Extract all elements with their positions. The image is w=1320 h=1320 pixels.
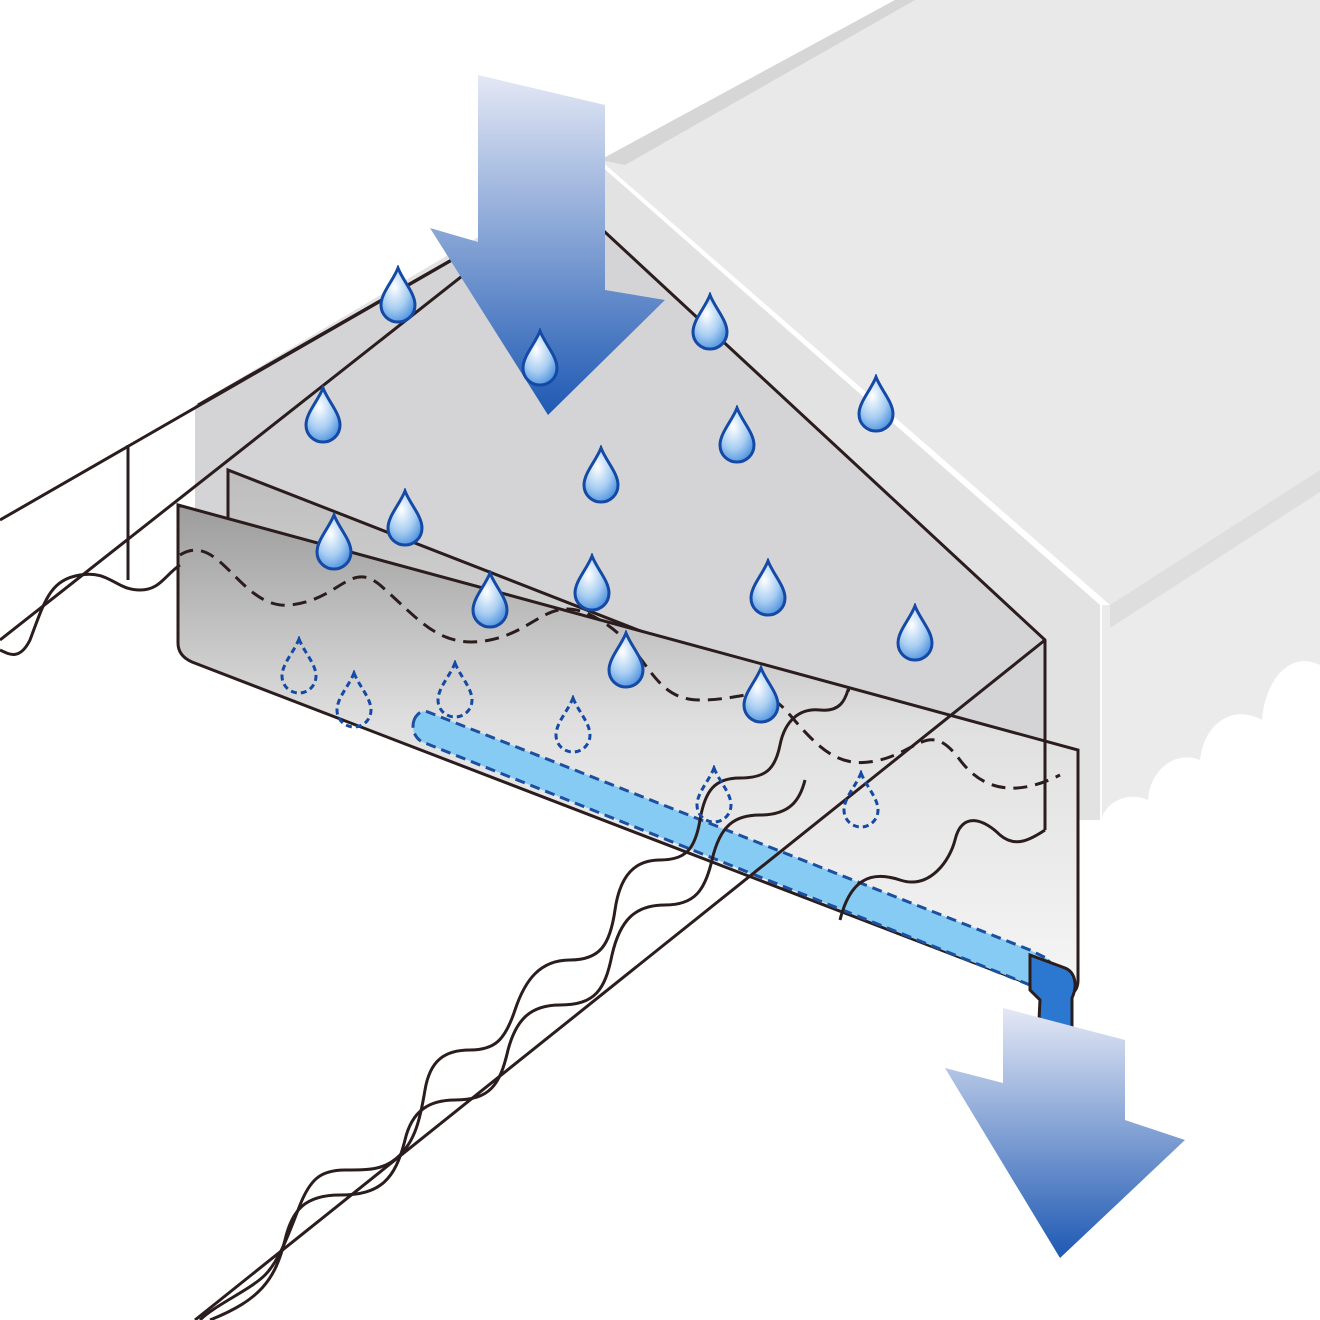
bottom-beam-left bbox=[194, 638, 1046, 1320]
inflow-arrow bbox=[430, 75, 665, 415]
raindrop-icon bbox=[379, 266, 417, 324]
side-rail-left bbox=[0, 563, 181, 656]
water-channel bbox=[411, 709, 1053, 987]
tent-body bbox=[600, 0, 1320, 818]
outflow-arrow bbox=[945, 1008, 1185, 1258]
skirt-wave-lower bbox=[209, 779, 807, 1320]
tent-cutaway-face bbox=[195, 165, 1100, 820]
skirt-wave bbox=[198, 688, 850, 1320]
inner-wave-right bbox=[838, 819, 1046, 921]
tent-roof-top bbox=[600, 0, 1320, 605]
tent-side-wall bbox=[1102, 470, 1320, 818]
tent-roof-ridge-shade bbox=[600, 0, 915, 165]
gutter-inner-wave bbox=[179, 548, 1061, 790]
tent-side-edge bbox=[1110, 470, 1320, 628]
